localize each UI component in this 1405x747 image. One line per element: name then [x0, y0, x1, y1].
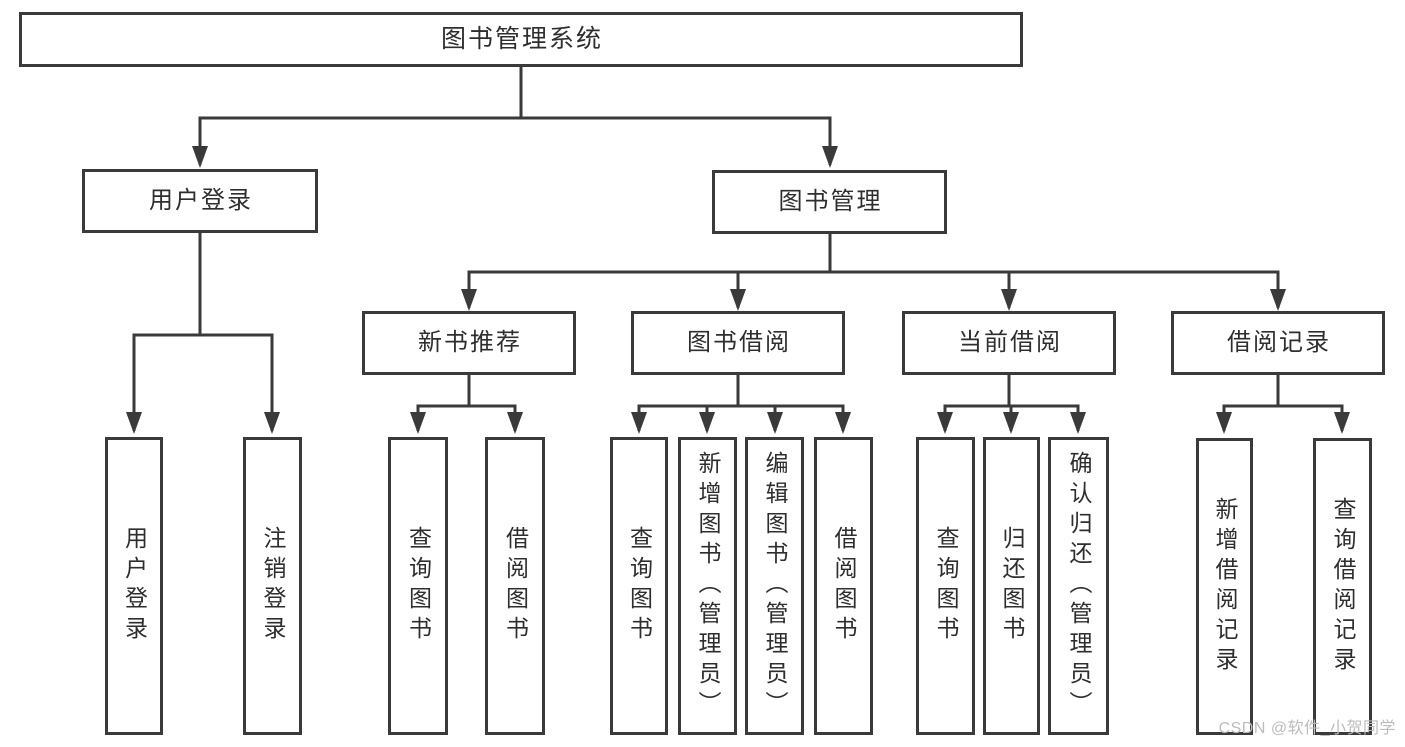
leaf-borrow-books-1: 借阅图书 [485, 437, 545, 735]
leaf-add-book-admin: 新增图书（管理员） [678, 437, 737, 735]
node-book-management: 图书管理 [712, 170, 947, 234]
leaf-logout: 注销登录 [243, 437, 302, 735]
leaf-borrow-books-2: 借阅图书 [814, 437, 873, 735]
leaf-return-book: 归还图书 [983, 437, 1040, 735]
leaf-user-login: 用户登录 [105, 437, 163, 735]
node-borrowing-records: 借阅记录 [1171, 311, 1385, 375]
leaf-query-books-3: 查询图书 [916, 437, 975, 735]
leaf-query-books-2: 查询图书 [610, 437, 668, 735]
leaf-confirm-return-admin: 确认归还（管理员） [1048, 437, 1109, 735]
node-book-borrowing: 图书借阅 [631, 311, 845, 375]
watermark: CSDN @软件_小贺同学 [1218, 720, 1396, 737]
node-new-book-recommend: 新书推荐 [362, 311, 576, 375]
leaf-edit-book-admin: 编辑图书（管理员） [745, 437, 804, 735]
leaf-query-borrow-record: 查询借阅记录 [1313, 438, 1372, 735]
leaf-add-borrow-record: 新增借阅记录 [1196, 438, 1253, 735]
connector-group [126, 67, 1350, 434]
node-library-system: 图书管理系统 [19, 12, 1023, 67]
node-current-borrowing: 当前借阅 [902, 311, 1116, 375]
node-user-login: 用户登录 [82, 169, 318, 233]
leaf-query-books-1: 查询图书 [388, 437, 448, 735]
